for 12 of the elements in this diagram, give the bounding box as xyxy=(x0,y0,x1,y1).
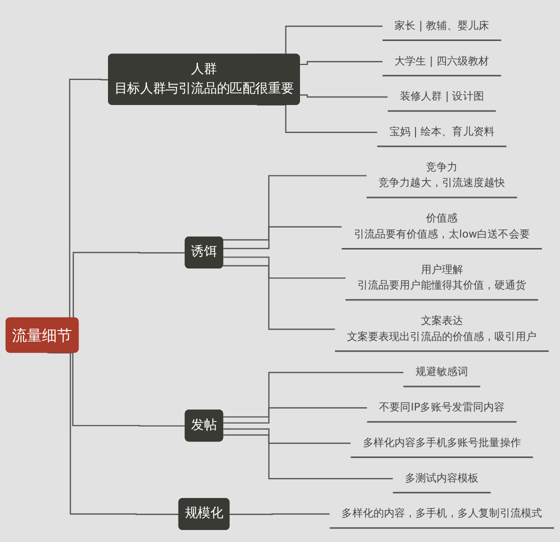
connector xyxy=(223,434,393,480)
connector xyxy=(300,61,382,66)
connector xyxy=(230,513,330,515)
connector xyxy=(223,428,351,444)
connector xyxy=(300,94,388,98)
connector xyxy=(223,226,342,250)
connector xyxy=(223,372,404,418)
connector xyxy=(223,256,346,279)
connector xyxy=(223,175,367,240)
connector xyxy=(223,265,335,330)
connector xyxy=(223,407,368,424)
connector xyxy=(47,352,180,515)
